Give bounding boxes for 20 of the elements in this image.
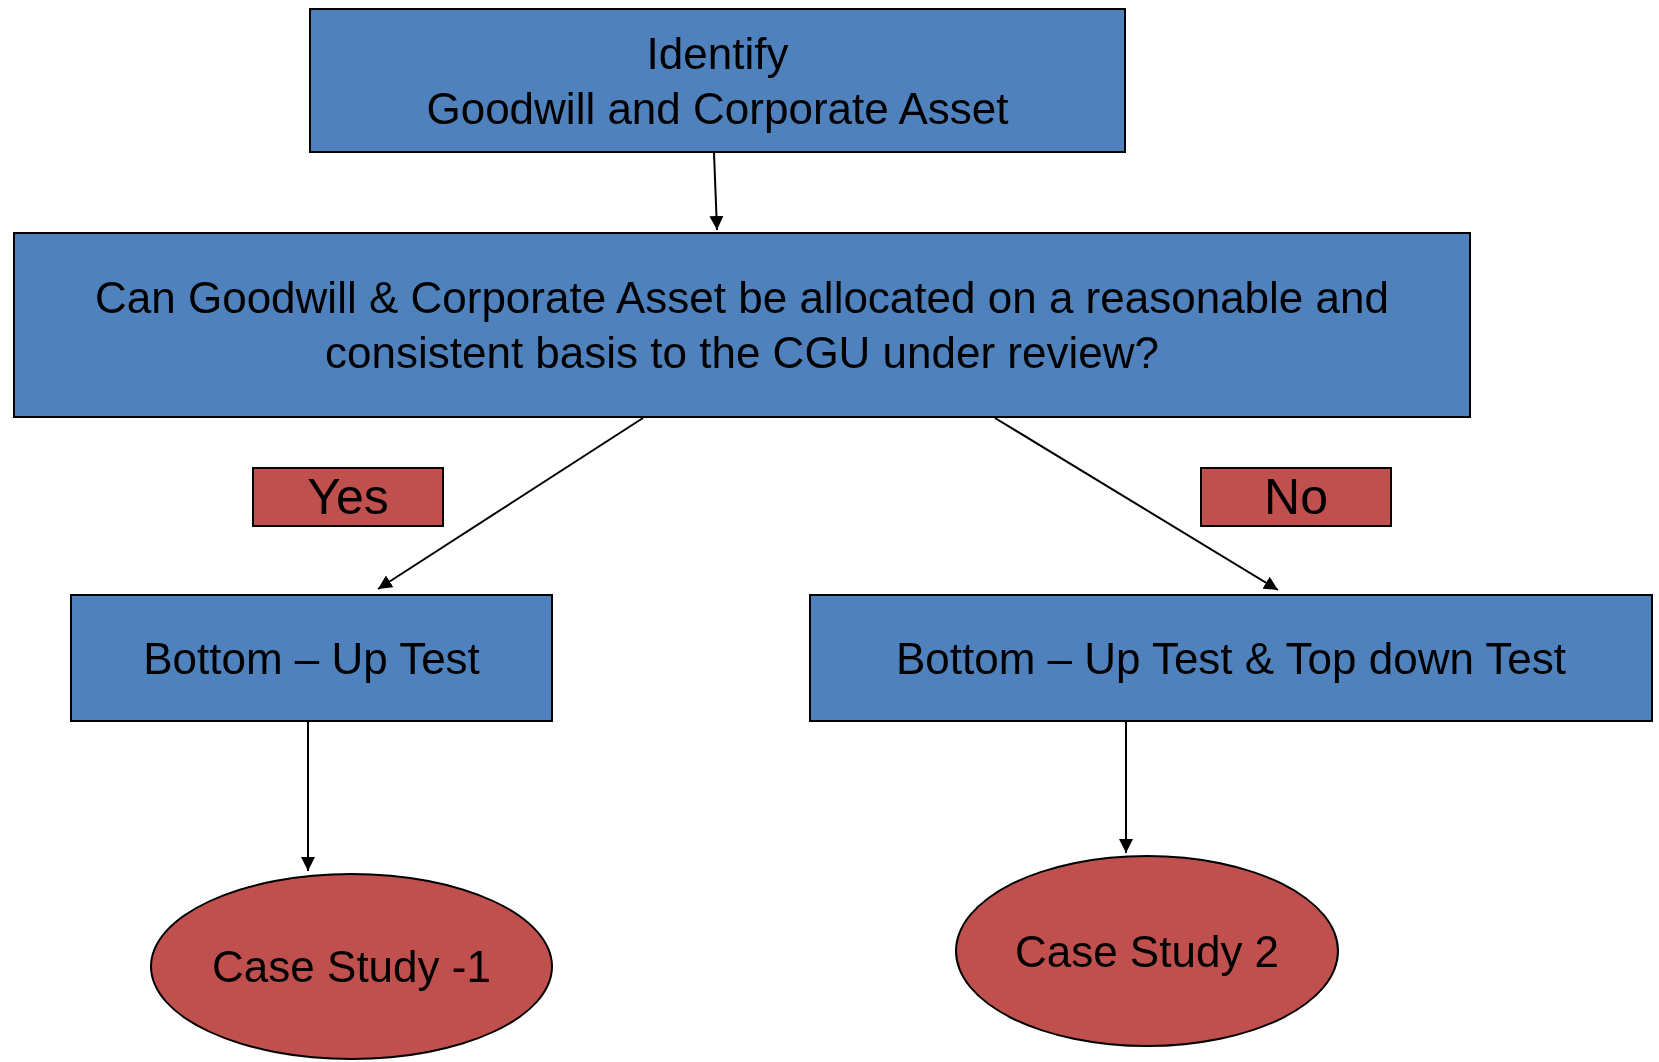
arrow — [1119, 721, 1133, 854]
arrow — [994, 417, 1279, 591]
node-text: Bottom – Up Test — [143, 632, 480, 685]
node-text: Goodwill and Corporate Asset — [426, 82, 1009, 135]
arrow — [377, 417, 644, 590]
node-text: Bottom – Up Test & Top down Test — [895, 632, 1567, 685]
arrow — [301, 721, 315, 872]
process-box — [70, 594, 553, 722]
process-box — [309, 8, 1126, 153]
node-text: Identify — [646, 27, 789, 80]
node-text: No — [1264, 467, 1328, 527]
decision-box — [13, 232, 1471, 418]
node-text: Case Study -1 — [212, 941, 491, 993]
node-text: Yes — [307, 467, 389, 527]
answer-box — [252, 467, 444, 527]
process-box — [809, 594, 1653, 722]
arrow — [709, 152, 724, 231]
answer-box — [1200, 467, 1392, 527]
node-text: Can Goodwill & Corporate Asset be allocated on a reasonable and consistent basis to the CGU under review? — [94, 272, 1390, 379]
node-text: Case Study 2 — [1014, 925, 1280, 978]
